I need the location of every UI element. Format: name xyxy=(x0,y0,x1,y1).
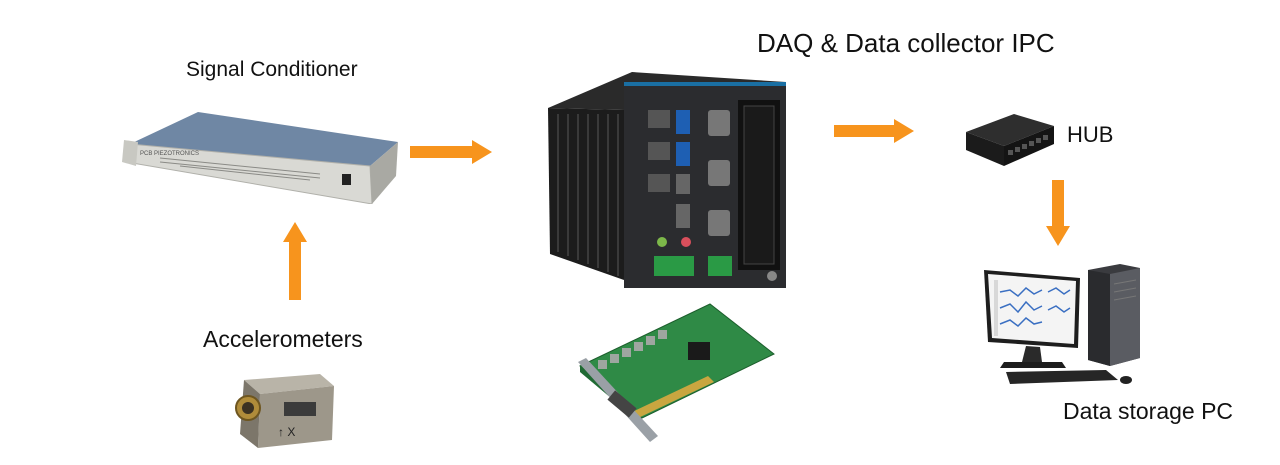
daq-ipc-label: DAQ & Data collector IPC xyxy=(757,28,1055,58)
daq-pcie-card-icon xyxy=(578,303,775,442)
desktop-pc-icon xyxy=(984,264,1140,384)
accelerometers-label: Accelerometers xyxy=(203,326,363,352)
network-hub-icon xyxy=(966,114,1054,166)
hub-label: HUB xyxy=(1067,122,1114,147)
signal-conditioner-label: Signal Conditioner xyxy=(186,58,358,81)
svg-text:↑ X: ↑ X xyxy=(278,425,295,439)
data-storage-pc-label: Data storage PC xyxy=(1063,398,1234,424)
svg-text:PCB PIEZOTRONICS: PCB PIEZOTRONICS xyxy=(140,151,199,157)
arrow-ipc-to-hub xyxy=(834,119,914,143)
arrow-hub-to-pc xyxy=(1046,180,1070,246)
signal-conditioner-icon: PCB PIEZOTRONICS xyxy=(122,112,398,204)
arrow-accelerometer-to-conditioner xyxy=(283,222,307,300)
arrow-conditioner-to-ipc xyxy=(410,140,492,164)
accelerometer-sensor-icon: ↑ X xyxy=(235,374,334,448)
industrial-pc-icon xyxy=(548,72,786,288)
